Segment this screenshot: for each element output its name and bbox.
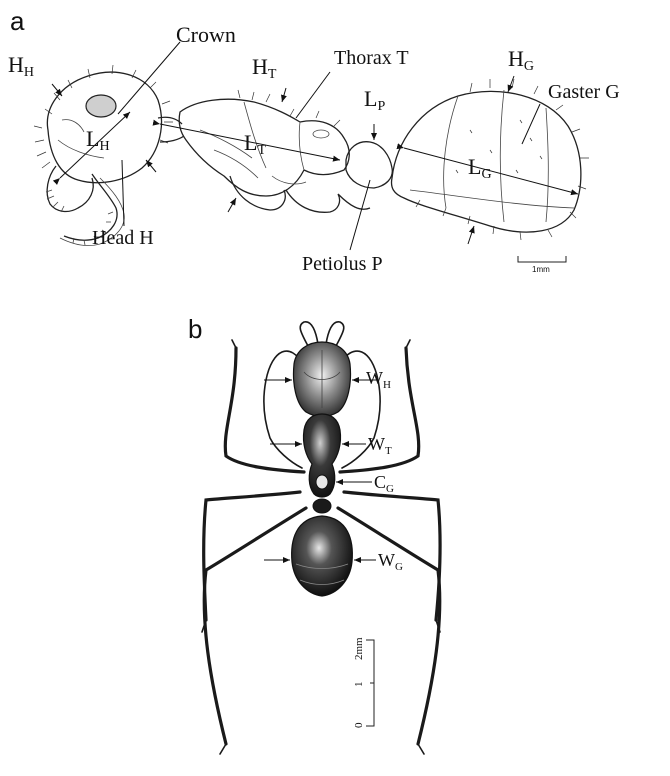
mandibles: [47, 166, 93, 211]
label-gaster-width: WG: [378, 550, 403, 573]
leader-lines-a: [118, 42, 540, 250]
label-gaster-height: HG: [508, 46, 534, 74]
scale-bar-b-tick-0: 0: [353, 722, 365, 728]
label-head-width: WH: [366, 368, 391, 391]
label-thorax-height: HT: [252, 54, 277, 82]
panel-b: b: [188, 314, 440, 754]
eye: [86, 95, 116, 117]
label-head: Head H: [92, 227, 154, 249]
ant-side-view-drawing: [34, 65, 589, 246]
scale-bar-b-tick-1: 1: [353, 682, 365, 688]
gaster-outline: [392, 91, 581, 232]
label-head-height: HH: [8, 52, 34, 80]
panel-b-letter: b: [188, 314, 202, 344]
label-petiolus-length: LP: [364, 86, 385, 114]
label-thorax-width: WT: [368, 434, 392, 457]
petiole-dorsal: [313, 499, 331, 513]
scale-bar-a: 1mm: [518, 256, 566, 274]
scale-bar-a-label: 1mm: [532, 265, 550, 274]
panel-a: a: [8, 6, 620, 275]
label-head-length: LH: [86, 126, 110, 154]
scale-bar-b-tick-2: 2mm: [353, 637, 365, 660]
head-outline: [47, 72, 161, 183]
gaster-dorsal: [292, 516, 353, 596]
label-thorax-length: LT: [244, 130, 266, 158]
label-crown: Crown: [176, 22, 236, 47]
label-gaster-connection: CG: [374, 472, 394, 495]
scale-bar-b: 0 1 2mm: [353, 637, 374, 728]
label-gaster-length: LG: [468, 154, 492, 182]
label-petiolus: Petiolus P: [302, 253, 383, 275]
measurement-arrows-a: [52, 76, 578, 244]
petiolus-outline: [346, 142, 392, 188]
ant-dorsal-view-drawing: [202, 322, 440, 754]
panel-a-letter: a: [10, 6, 25, 36]
label-thorax: Thorax T: [334, 47, 409, 69]
label-gaster: Gaster G: [548, 81, 620, 103]
